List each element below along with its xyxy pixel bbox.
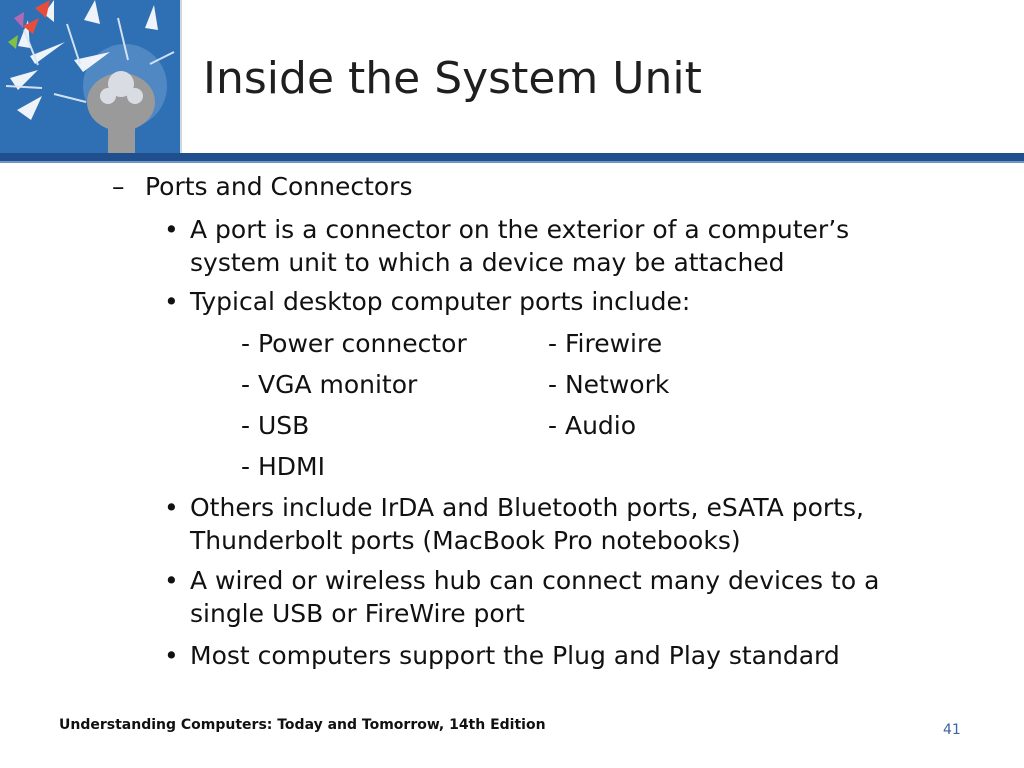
port-item: - USB bbox=[241, 411, 310, 440]
section-heading: Ports and Connectors bbox=[145, 172, 413, 201]
port-item: - Power connector bbox=[241, 329, 467, 358]
bullet-text: A port is a connector on the exterior of… bbox=[190, 215, 850, 244]
bullet-text: Most computers support the Plug and Play… bbox=[190, 641, 840, 670]
slide-title: Inside the System Unit bbox=[203, 53, 702, 104]
port-item: - Network bbox=[548, 370, 670, 399]
bullet-marker: • bbox=[164, 215, 179, 244]
bullet-text: Typical desktop computer ports include: bbox=[190, 287, 691, 316]
bullet-text: system unit to which a device may be att… bbox=[190, 248, 785, 277]
port-item: - Firewire bbox=[548, 329, 663, 358]
port-item: - HDMI bbox=[241, 452, 325, 481]
footer-text: Understanding Computers: Today and Tomor… bbox=[59, 717, 546, 733]
bullet-text: A wired or wireless hub can connect many… bbox=[190, 566, 880, 595]
bullet-marker: • bbox=[164, 641, 179, 670]
page-number: 41 bbox=[943, 722, 961, 738]
section-marker: – bbox=[112, 172, 125, 201]
bullet-marker: • bbox=[164, 493, 179, 522]
bullet-text: Others include IrDA and Bluetooth ports,… bbox=[190, 493, 864, 522]
bullet-text: Thunderbolt ports (MacBook Pro notebooks… bbox=[190, 526, 741, 555]
bullet-marker: • bbox=[164, 287, 179, 316]
title-divider bbox=[0, 153, 1024, 161]
logo-image bbox=[0, 0, 182, 155]
bullet-text: single USB or FireWire port bbox=[190, 599, 525, 628]
dandelion-icon bbox=[0, 0, 180, 155]
title-divider-accent bbox=[0, 161, 1024, 163]
port-item: - Audio bbox=[548, 411, 637, 440]
port-item: - VGA monitor bbox=[241, 370, 418, 399]
bullet-marker: • bbox=[164, 566, 179, 595]
